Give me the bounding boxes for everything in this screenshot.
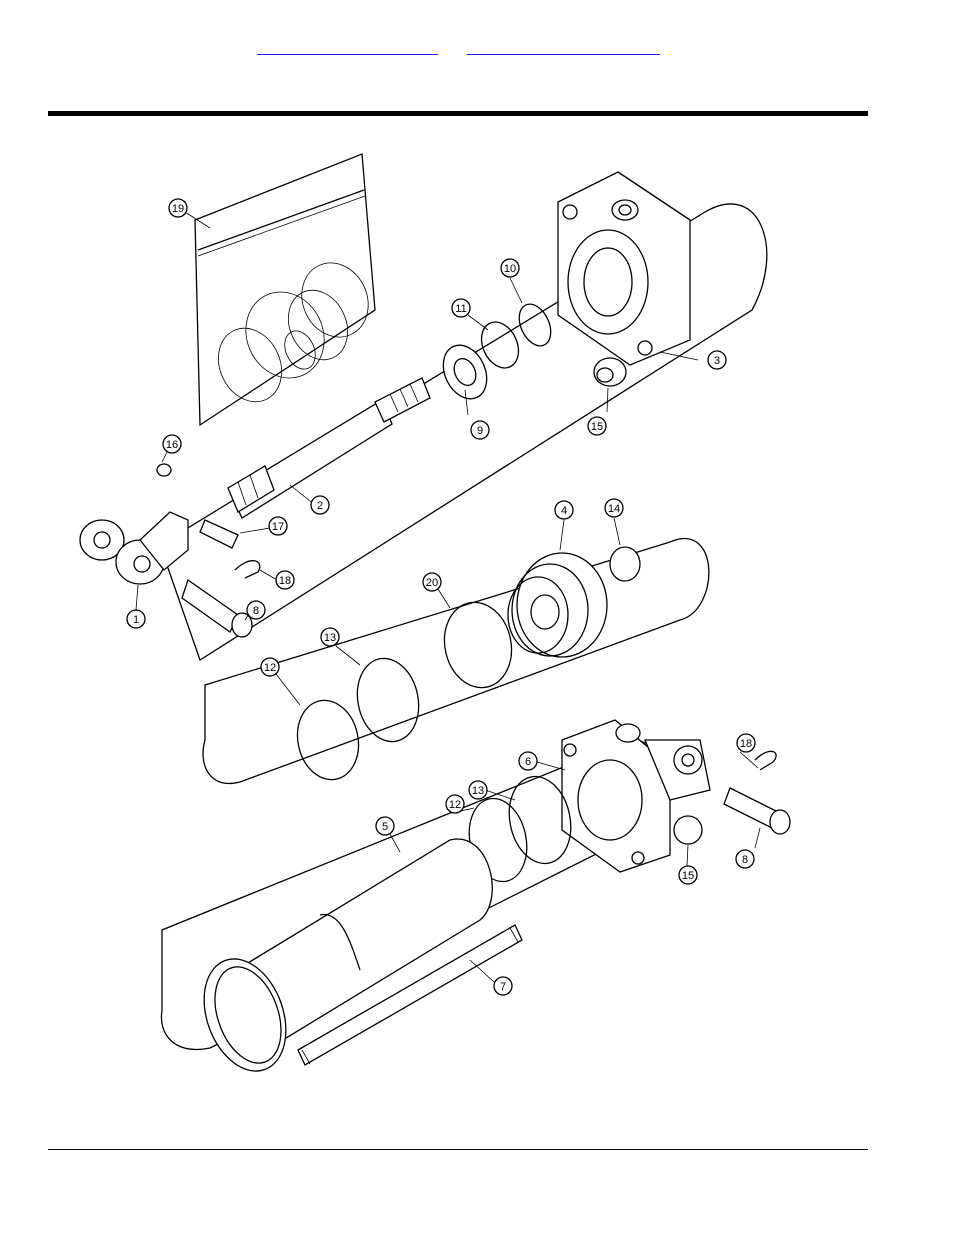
callout-label: 16 bbox=[166, 439, 178, 451]
header-rule bbox=[48, 111, 868, 116]
cylinder-barrel bbox=[203, 838, 493, 1072]
clevis-bolt bbox=[199, 519, 239, 549]
piston-rod bbox=[227, 377, 431, 519]
callout: 8 bbox=[246, 600, 266, 620]
callout-label: 5 bbox=[382, 821, 388, 833]
callout: 10 bbox=[500, 258, 520, 278]
callout-label: 15 bbox=[682, 870, 694, 882]
callout-label: 18 bbox=[279, 575, 291, 587]
wiper-ring bbox=[480, 321, 520, 369]
header-link-right[interactable] bbox=[467, 40, 660, 55]
rod-clevis bbox=[79, 463, 189, 585]
hair-pin-clip bbox=[234, 560, 261, 579]
callout-label: 10 bbox=[504, 263, 516, 275]
callout: 9 bbox=[470, 420, 490, 440]
callout-label: 17 bbox=[272, 521, 284, 533]
callout: 13 bbox=[468, 780, 488, 800]
hex-nut-lower bbox=[673, 815, 703, 845]
callout-label: 15 bbox=[591, 421, 603, 433]
callout-label: 6 bbox=[525, 756, 531, 768]
group-outline-middle bbox=[202, 538, 710, 785]
callout-label: 3 bbox=[714, 355, 720, 367]
rod-end-cap bbox=[557, 171, 691, 366]
callout-label: 19 bbox=[172, 203, 184, 215]
callout: 18 bbox=[736, 733, 756, 753]
seal-ring bbox=[518, 303, 552, 347]
piston-nut bbox=[609, 546, 641, 582]
o-ring bbox=[296, 699, 360, 781]
callout: 20 bbox=[422, 572, 442, 592]
leader-lines bbox=[135, 211, 761, 984]
clevis-pin-lower bbox=[723, 787, 791, 835]
rod-seal bbox=[442, 344, 488, 400]
callout: 2 bbox=[310, 495, 330, 515]
group-outline-top bbox=[159, 203, 768, 661]
footer-rule bbox=[48, 1149, 868, 1150]
callout: 4 bbox=[554, 500, 574, 520]
callout-label: 12 bbox=[449, 799, 461, 811]
backup-ring-lower bbox=[508, 775, 572, 865]
hex-nut bbox=[593, 357, 627, 387]
callout-label: 7 bbox=[500, 981, 506, 993]
callout: 11 bbox=[451, 298, 471, 318]
callout: 18 bbox=[275, 570, 295, 590]
base-end-cap bbox=[561, 719, 711, 873]
callout-label: 1 bbox=[133, 614, 139, 626]
piston-ring bbox=[443, 601, 513, 689]
callout: 6 bbox=[518, 751, 538, 771]
hair-pin-clip-lower bbox=[754, 750, 777, 771]
backup-ring bbox=[356, 657, 420, 743]
callout-label: 20 bbox=[426, 577, 438, 589]
callout: 17 bbox=[268, 516, 288, 536]
callout: 12 bbox=[445, 794, 465, 814]
piston bbox=[507, 552, 608, 658]
callout: 16 bbox=[162, 434, 182, 454]
callout-label: 18 bbox=[740, 738, 752, 750]
callout-label: 8 bbox=[742, 854, 748, 866]
callout: 19 bbox=[168, 198, 188, 218]
callout: 5 bbox=[375, 816, 395, 836]
callout: 12 bbox=[260, 657, 280, 677]
tie-rod bbox=[297, 924, 523, 1066]
callout-label: 13 bbox=[472, 785, 484, 797]
hydraulic-cylinder-exploded-diagram: 19 10 11 3 9 15 16 2 17 18 8 1 4 14 20 1… bbox=[79, 153, 791, 1072]
callout-label: 11 bbox=[455, 303, 466, 315]
clevis-pin bbox=[181, 578, 253, 638]
callout: 15 bbox=[678, 865, 698, 885]
callout: 13 bbox=[320, 627, 340, 647]
callout: 3 bbox=[707, 350, 727, 370]
callout: 1 bbox=[126, 609, 146, 629]
callout-label: 13 bbox=[324, 632, 336, 644]
callout: 15 bbox=[587, 416, 607, 436]
callout-label: 9 bbox=[477, 425, 483, 437]
seal-kit-bag bbox=[194, 153, 376, 427]
callout-label: 12 bbox=[264, 662, 276, 674]
callout-label: 4 bbox=[561, 505, 567, 517]
callout: 7 bbox=[493, 976, 513, 996]
header-link-left[interactable] bbox=[257, 40, 438, 55]
callout-label: 8 bbox=[253, 605, 259, 617]
callout-label: 2 bbox=[317, 500, 323, 512]
callout: 14 bbox=[604, 498, 624, 518]
callout-label: 14 bbox=[608, 503, 620, 515]
callout: 8 bbox=[735, 849, 755, 869]
